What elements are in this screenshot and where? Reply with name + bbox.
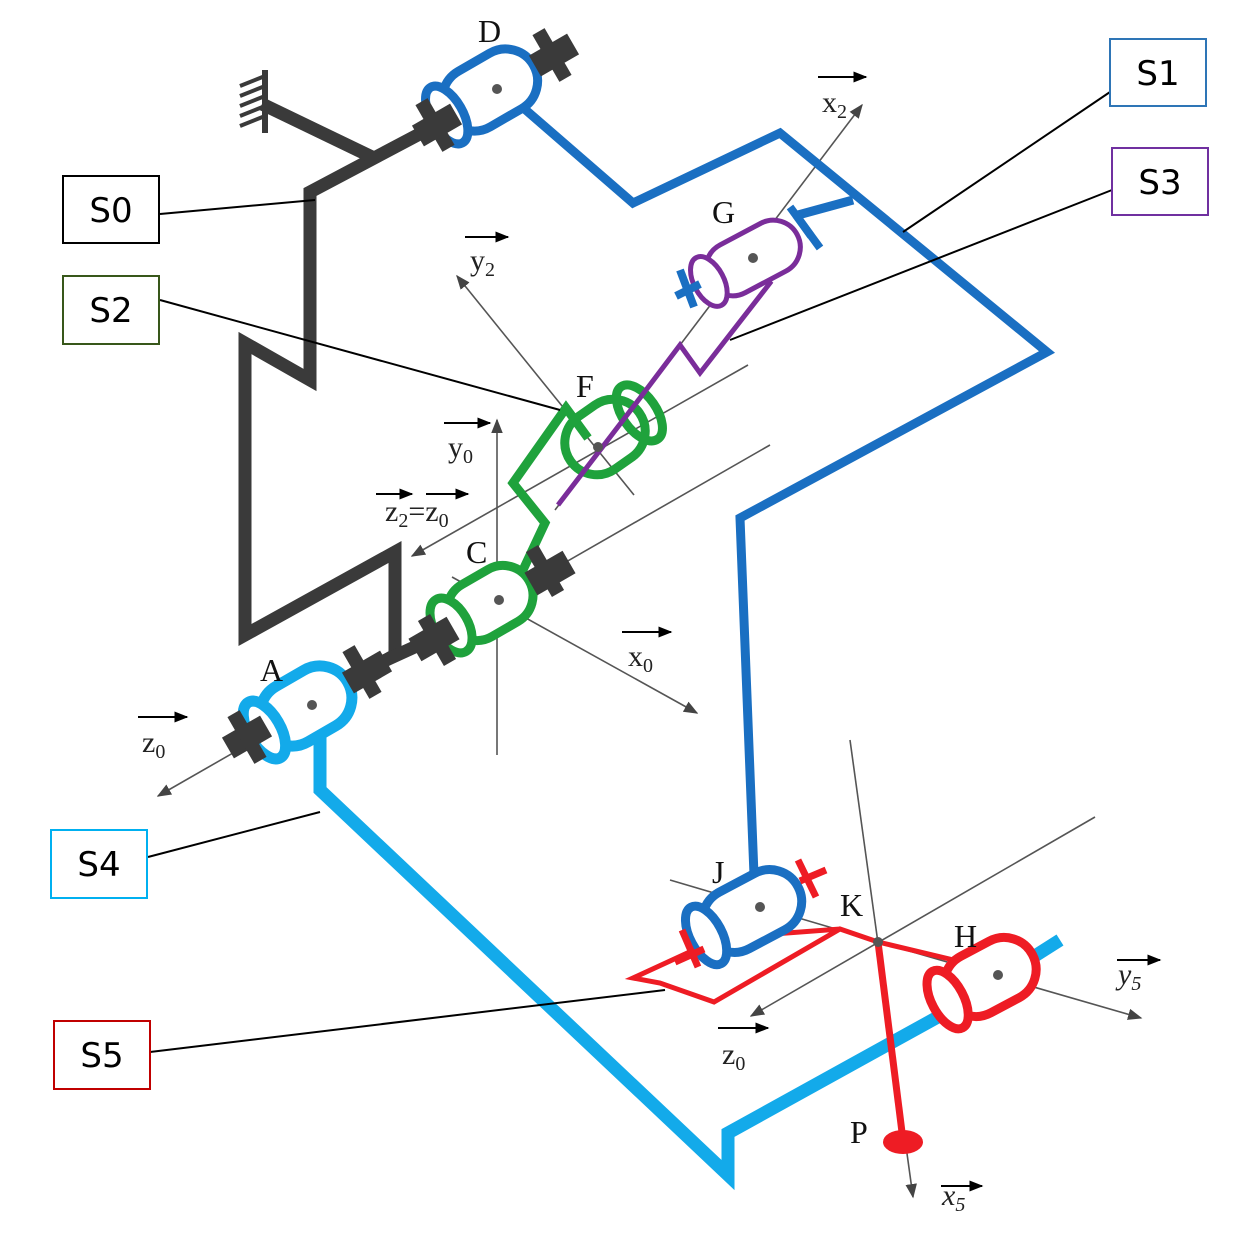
label-box-S5: S5 <box>53 1020 151 1090</box>
body-S3 <box>556 217 803 507</box>
body-S0 <box>238 98 450 674</box>
body-S2 <box>425 380 667 658</box>
label-box-S1: S1 <box>1109 38 1207 107</box>
svg-text:S2: S2 <box>89 291 132 331</box>
point-label-C: C <box>466 534 487 570</box>
axis-z2 <box>410 364 749 557</box>
axis-label-y0: y0 <box>444 417 492 468</box>
axis-label-y5: y5 <box>1115 954 1162 995</box>
svg-text:x5: x5 <box>941 1179 965 1216</box>
leader-lines <box>147 91 1113 1053</box>
point-label-G: G <box>712 194 735 230</box>
svg-text:S5: S5 <box>80 1036 123 1076</box>
bearing-J <box>673 858 828 969</box>
svg-text:z2=z0: z2=z0 <box>385 495 449 532</box>
axis-label-x0: x0 <box>622 626 673 677</box>
svg-text:S3: S3 <box>1138 163 1181 203</box>
point-P-mass <box>883 1130 923 1154</box>
point-label-F: F <box>576 368 594 404</box>
bearing-G <box>674 204 824 309</box>
joint-J <box>680 865 807 970</box>
axis-label-y2: y2 <box>465 231 510 281</box>
label-box-S2: S2 <box>62 275 160 345</box>
axis-label-x2: x2 <box>818 71 868 123</box>
svg-text:y0: y0 <box>448 431 473 468</box>
point-label-P: P <box>850 1114 868 1150</box>
axis-label-x5: x5 <box>941 1179 984 1216</box>
svg-text:S4: S4 <box>77 845 120 885</box>
ground-symbol <box>239 70 268 133</box>
svg-text:z0: z0 <box>142 726 165 763</box>
axis-z0-bottom <box>749 816 1096 1017</box>
label-box-S4: S4 <box>50 829 148 899</box>
point-label-A: A <box>260 652 283 688</box>
axis-y2 <box>456 274 635 496</box>
label-box-S0: S0 <box>62 175 160 244</box>
label-box-S3: S3 <box>1111 147 1209 216</box>
axis-label-z0-left: z0 <box>138 711 189 763</box>
svg-text:S1: S1 <box>1136 54 1179 94</box>
svg-text:z0: z0 <box>722 1038 745 1075</box>
bearing-D <box>411 28 580 152</box>
point-label-J: J <box>712 854 724 890</box>
svg-text:S0: S0 <box>89 191 132 231</box>
point-label-H: H <box>954 918 977 954</box>
bearing-C <box>408 544 576 667</box>
bearing-A <box>221 645 393 764</box>
body-S1 <box>517 101 1056 876</box>
axis-label-z0-bottom: z0 <box>718 1022 770 1075</box>
svg-text:y5: y5 <box>1115 958 1141 995</box>
point-label-D: D <box>478 13 501 49</box>
svg-text:x2: x2 <box>822 86 847 123</box>
axis-label-z2-z0: z2=z0 <box>376 488 470 532</box>
point-label-K: K <box>840 887 863 923</box>
svg-text:y2: y2 <box>470 244 495 281</box>
svg-text:x0: x0 <box>628 640 653 677</box>
joint-H <box>922 932 1041 1034</box>
joint-centers <box>307 84 1003 980</box>
